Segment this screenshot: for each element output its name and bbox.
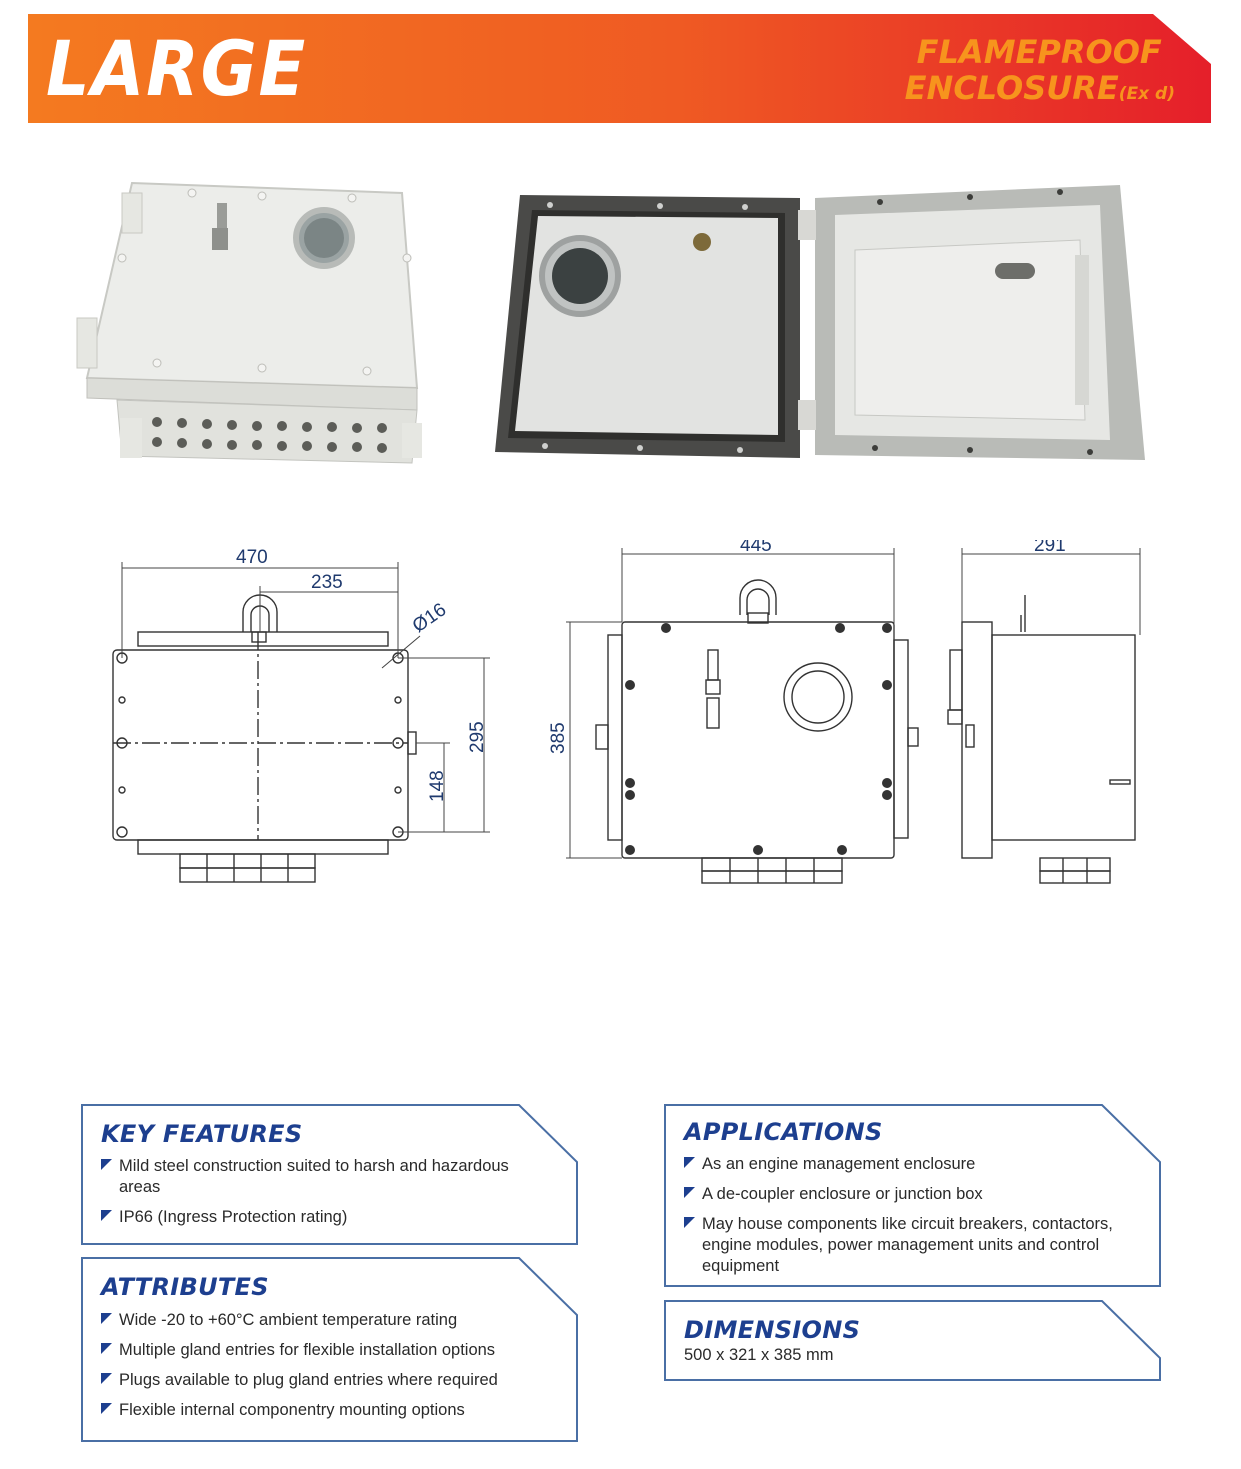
list-item-text: IP66 (Ingress Protection rating) — [119, 1208, 348, 1226]
list-item-text: Flexible internal componentry mounting o… — [119, 1401, 465, 1419]
bullet-icon — [684, 1187, 695, 1198]
dim-front-width: 470 — [236, 547, 268, 568]
bullet-icon — [101, 1343, 112, 1354]
list-item: Plugs available to plug gland entries wh… — [101, 1370, 539, 1391]
enclosure-closed-photo — [76, 181, 422, 464]
dim-side-height: 385 — [548, 722, 569, 754]
list-item-text: As an engine management enclosure — [702, 1155, 976, 1173]
bullet-icon — [101, 1210, 112, 1221]
list-item-text: Mild steel construction suited to harsh … — [119, 1157, 509, 1196]
dim-front-half-width: 235 — [311, 572, 343, 593]
attributes-list: Wide -20 to +60°C ambient temperature ra… — [101, 1310, 539, 1430]
subtitle-line1: FLAMEPROOF — [916, 33, 1162, 71]
dim-depth-width: 291 — [1034, 540, 1066, 556]
side-view-body — [621, 621, 895, 859]
list-item-text: A de-coupler enclosure or junction box — [702, 1185, 983, 1203]
list-item: May house components like circuit breake… — [684, 1214, 1122, 1277]
list-item: Mild steel construction suited to harsh … — [101, 1156, 539, 1198]
header-banner: LARGE FLAMEPROOF ENCLOSURE(Ex d) — [28, 14, 1211, 123]
panel-frame — [81, 1104, 578, 1245]
key-features-panel: KEY FEATURES Mild steel construction sui… — [81, 1104, 579, 1246]
attributes-title: ATTRIBUTES — [101, 1273, 269, 1301]
bullet-icon — [101, 1403, 112, 1414]
bullet-icon — [684, 1157, 695, 1168]
bullet-icon — [101, 1159, 112, 1170]
attributes-panel: ATTRIBUTES Wide -20 to +60°C ambient tem… — [81, 1257, 579, 1443]
subtitle-suffix: (Ex d) — [1118, 84, 1175, 104]
subtitle-line2-text: ENCLOSURE — [904, 69, 1119, 107]
list-item-text: Wide -20 to +60°C ambient temperature ra… — [119, 1311, 458, 1329]
list-item: IP66 (Ingress Protection rating) — [101, 1207, 539, 1228]
enclosure-open-photo — [495, 185, 1145, 460]
applications-title: APPLICATIONS — [684, 1118, 883, 1146]
list-item: As an engine management enclosure — [684, 1154, 1122, 1175]
dim-front-height-inner: 295 — [467, 721, 488, 753]
panel-frame — [664, 1300, 1161, 1381]
dimensions-value: 500 x 321 x 385 mm — [684, 1346, 834, 1364]
panel-frame — [81, 1257, 578, 1442]
dimensions-title: DIMENSIONS — [684, 1316, 861, 1344]
list-item-text: Plugs available to plug gland entries wh… — [119, 1371, 498, 1389]
list-item: Multiple gland entries for flexible inst… — [101, 1340, 539, 1361]
list-item: A de-coupler enclosure or junction box — [684, 1184, 1122, 1205]
dim-side-width: 445 — [740, 540, 772, 556]
gland-holes — [152, 417, 387, 453]
list-item-text: May house components like circuit breake… — [702, 1215, 1113, 1275]
key-features-list: Mild steel construction suited to harsh … — [101, 1156, 539, 1237]
list-item: Flexible internal componentry mounting o… — [101, 1400, 539, 1421]
banner-background — [28, 14, 1211, 123]
bullet-icon — [101, 1313, 112, 1324]
key-features-title: KEY FEATURES — [101, 1120, 303, 1148]
dimensions-panel: DIMENSIONS 500 x 321 x 385 mm — [664, 1300, 1162, 1382]
bullet-icon — [101, 1373, 112, 1384]
list-item: Wide -20 to +60°C ambient temperature ra… — [101, 1310, 539, 1331]
dim-front-height-half: 148 — [427, 770, 448, 802]
applications-panel: APPLICATIONS As an engine management enc… — [664, 1104, 1162, 1288]
bullet-icon — [684, 1217, 695, 1228]
list-item-text: Multiple gland entries for flexible inst… — [119, 1341, 496, 1359]
front-view-body — [112, 649, 409, 841]
technical-drawings: 470 235 Ø16 295 148 445 385 — [112, 540, 1141, 884]
dim-front-hole: Ø16 — [409, 599, 450, 637]
banner-subtitle: FLAMEPROOF ENCLOSURE(Ex d) — [905, 34, 1175, 112]
applications-list: As an engine management enclosure A de-c… — [684, 1154, 1122, 1286]
subtitle-line2: ENCLOSURE(Ex d) — [905, 70, 1175, 112]
banner-title: LARGE — [46, 24, 308, 113]
panel-frame — [664, 1104, 1161, 1287]
